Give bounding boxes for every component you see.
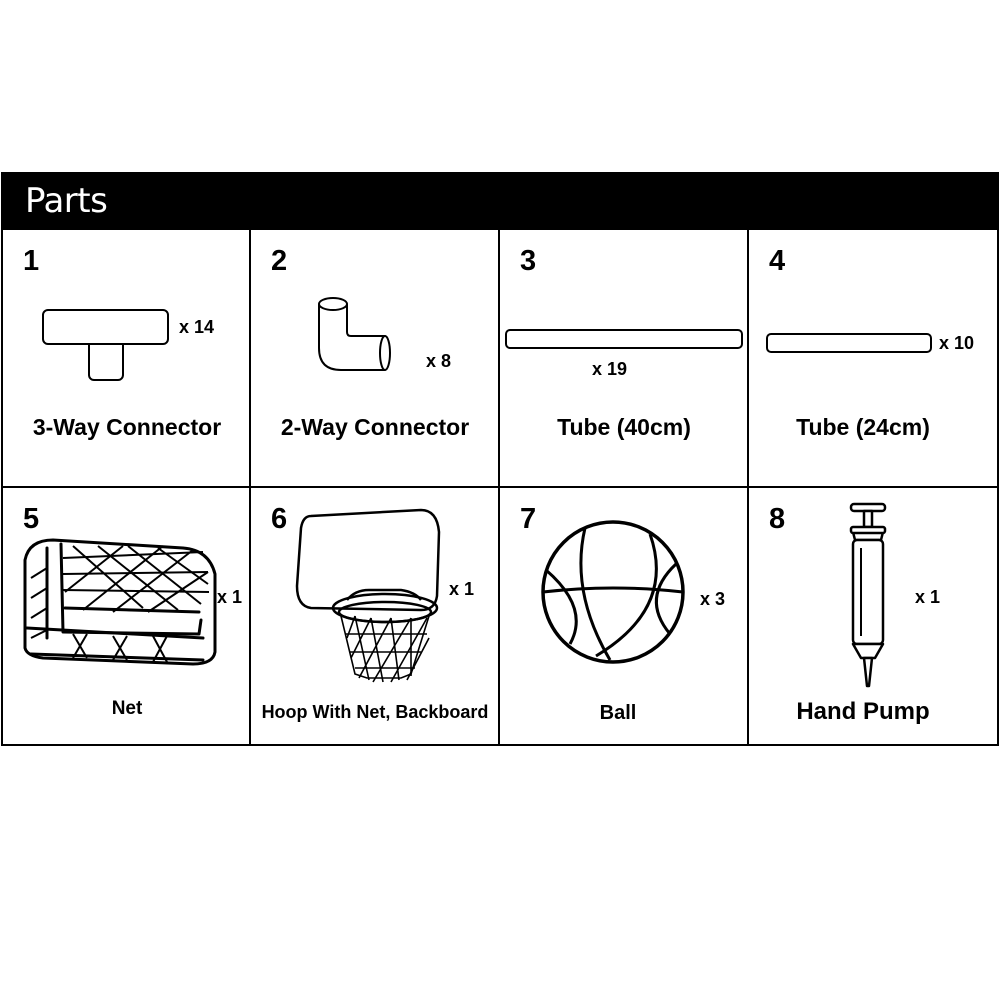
part-number: 2 [271, 245, 288, 277]
part-name: Tube (24cm) [796, 414, 930, 440]
part-number: 1 [23, 245, 40, 277]
part-quantity: x 10 [939, 333, 975, 353]
part-number: 7 [520, 503, 537, 535]
hand-pump-icon [849, 502, 887, 688]
part-cell-4: 4 x 10 Tube (24cm) [749, 230, 997, 486]
part-quantity: x 3 [700, 589, 726, 609]
part-cell-3: 3 x 19 Tube (40cm) [500, 230, 748, 486]
parts-sheet: Parts 1 x 14 3-Way Conn [1, 172, 999, 746]
part-name: 2-Way Connector [280, 414, 470, 440]
part-quantity: x 19 [592, 359, 628, 379]
part-quantity: x 1 [449, 579, 475, 599]
part-quantity: x 1 [915, 587, 941, 607]
basketball-hoop-icon [295, 508, 441, 683]
part-name: 3-Way Connector [32, 414, 222, 440]
part-cell-2: 2 x 8 2-Way Connector [251, 230, 499, 486]
long-tube-icon [505, 329, 743, 349]
part-quantity: x 14 [179, 317, 215, 337]
part-cell-7: 7 x 3 Ball [500, 488, 748, 744]
part-cell-8: 8 x 1 Hand Pump [749, 488, 997, 744]
part-name: Ball [599, 702, 637, 724]
part-cell-6: 6 x 1 Hoop With Net, Backboard [251, 488, 499, 744]
part-cell-5: 5 x 1 [3, 488, 251, 744]
part-name: Hand Pump [796, 698, 930, 725]
part-quantity: x 8 [426, 351, 452, 371]
parts-title: Parts [25, 181, 108, 221]
short-tube-icon [766, 333, 932, 353]
tee-connector-icon [42, 309, 169, 381]
part-number: 6 [271, 503, 288, 535]
part-name: Net [111, 698, 143, 719]
part-cell-1: 1 x 14 3-Way Connector [3, 230, 251, 486]
part-number: 8 [769, 503, 786, 535]
elbow-connector-icon [318, 297, 391, 371]
part-number: 4 [769, 245, 786, 277]
part-name: Tube (40cm) [557, 414, 691, 440]
grid-lines [1, 230, 999, 746]
part-number: 5 [23, 503, 40, 535]
part-quantity: x 1 [217, 587, 243, 607]
part-name: Hoop With Net, Backboard [261, 702, 489, 722]
ball-icon [541, 520, 685, 664]
goal-net-icon [23, 538, 217, 666]
parts-header: Parts [1, 172, 999, 230]
parts-grid: 1 x 14 3-Way Connector 2 x 8 2-Way [1, 230, 999, 746]
part-number: 3 [520, 245, 537, 277]
